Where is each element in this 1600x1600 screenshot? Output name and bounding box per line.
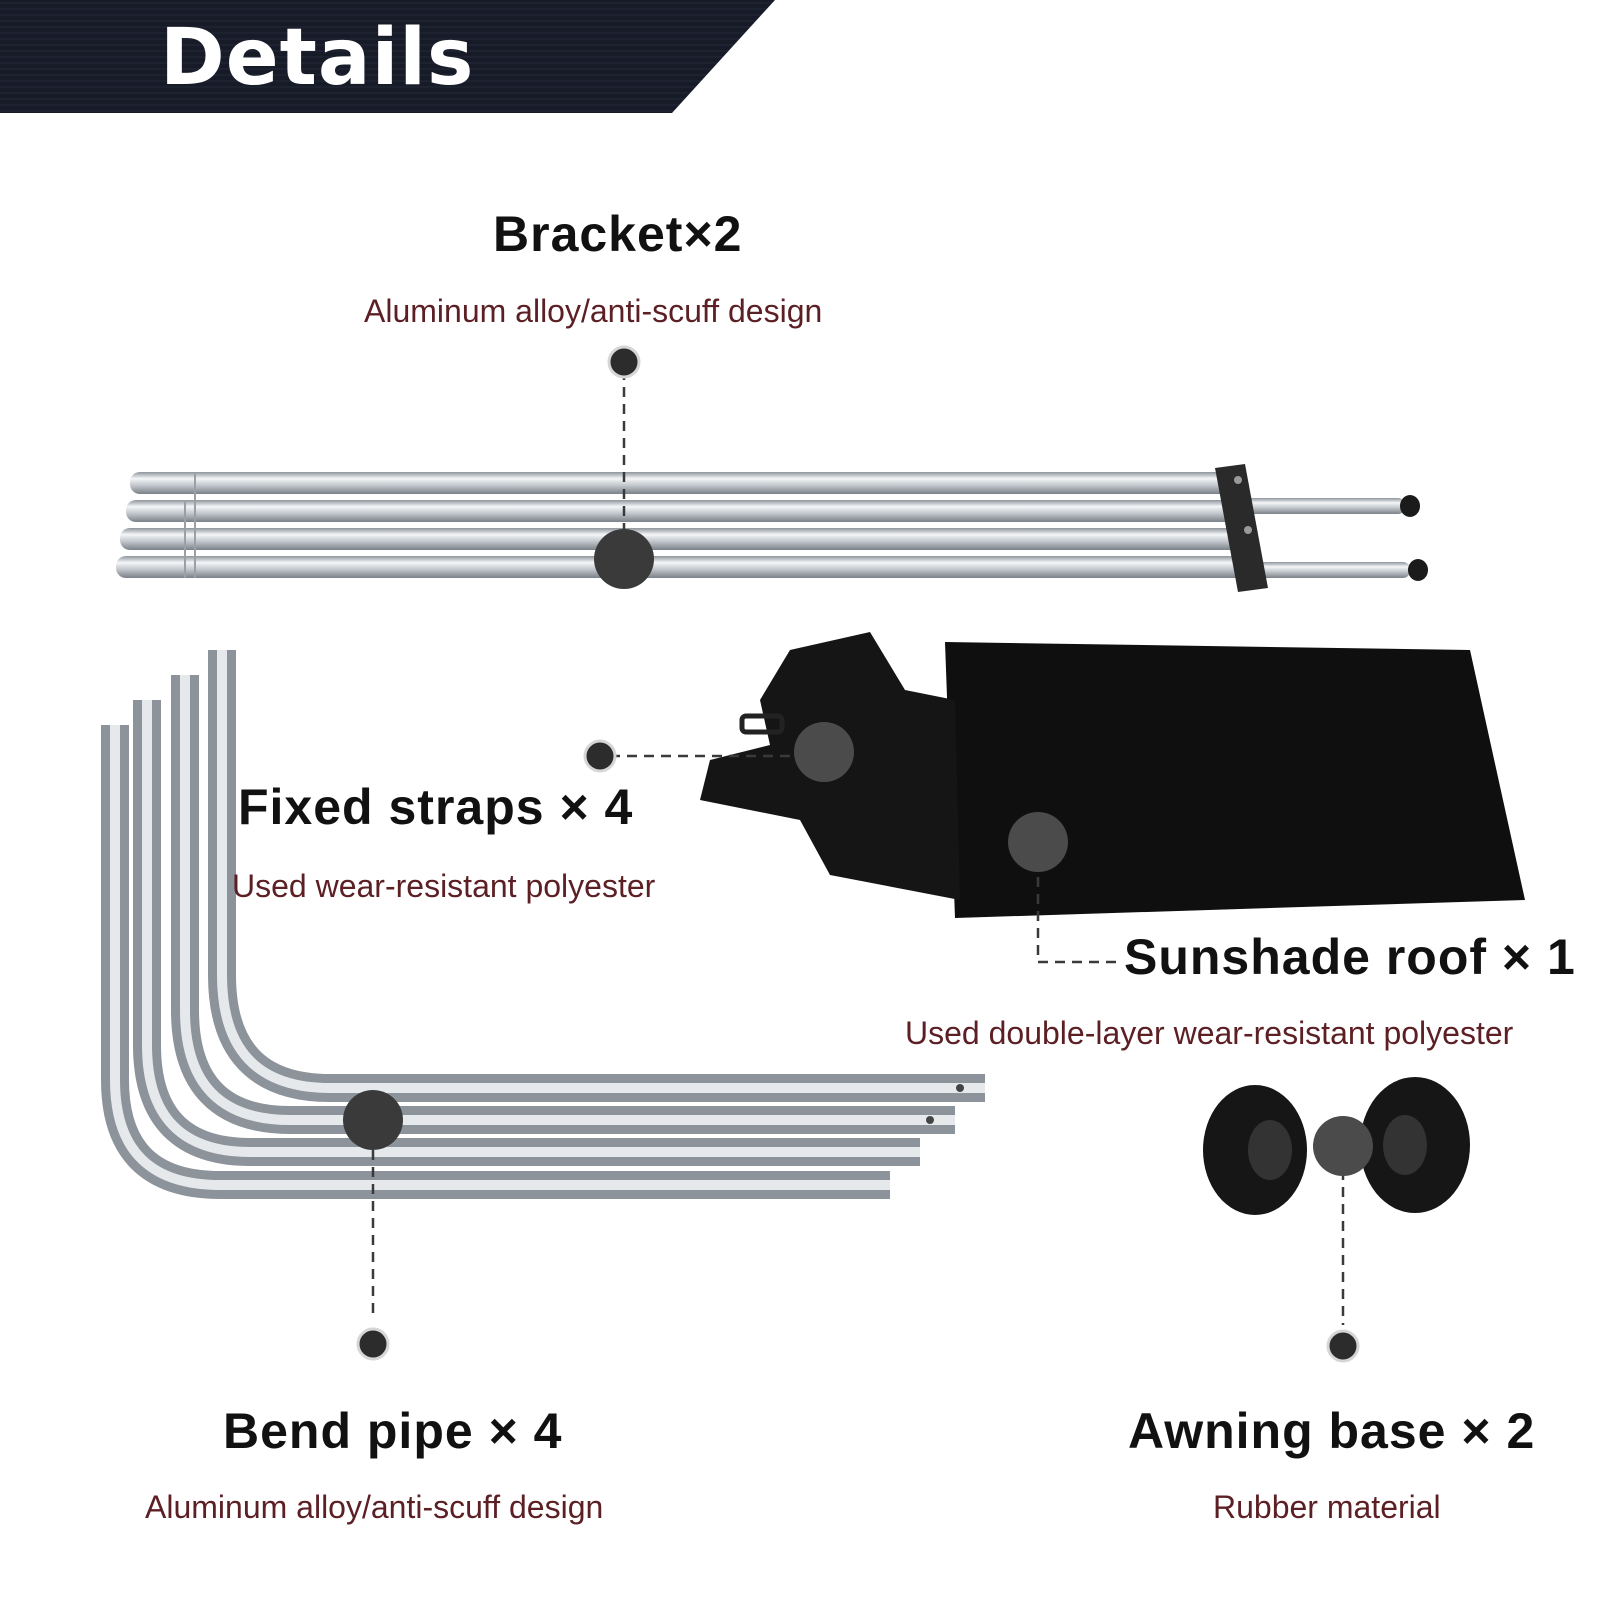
- page-title: Details: [160, 13, 475, 103]
- header-banner: [0, 0, 775, 113]
- awning-base-description: Rubber material: [1213, 1489, 1441, 1525]
- bracket-description: Aluminum alloy/anti-scuff design: [364, 293, 823, 329]
- callout-markers: [343, 345, 1373, 1363]
- bracket-label: Bracket×2: [493, 206, 743, 262]
- bend-pipe-label: Bend pipe × 4: [223, 1403, 563, 1459]
- fixed-straps-description: Used wear-resistant polyester: [232, 868, 656, 904]
- bracket-pipes: [116, 464, 1428, 592]
- sunshade-roof-description: Used double-layer wear-resistant polyest…: [905, 1015, 1514, 1051]
- fixed-straps-label: Fixed straps × 4: [238, 779, 634, 835]
- bend-pipe-description: Aluminum alloy/anti-scuff design: [145, 1489, 604, 1525]
- awning-base-label: Awning base × 2: [1128, 1403, 1536, 1459]
- awning-base-pads: [1203, 1077, 1470, 1215]
- sunshade-roof-label: Sunshade roof × 1: [1124, 929, 1576, 985]
- bend-pipes: [101, 650, 985, 1199]
- callout-lines: [371, 370, 1345, 1325]
